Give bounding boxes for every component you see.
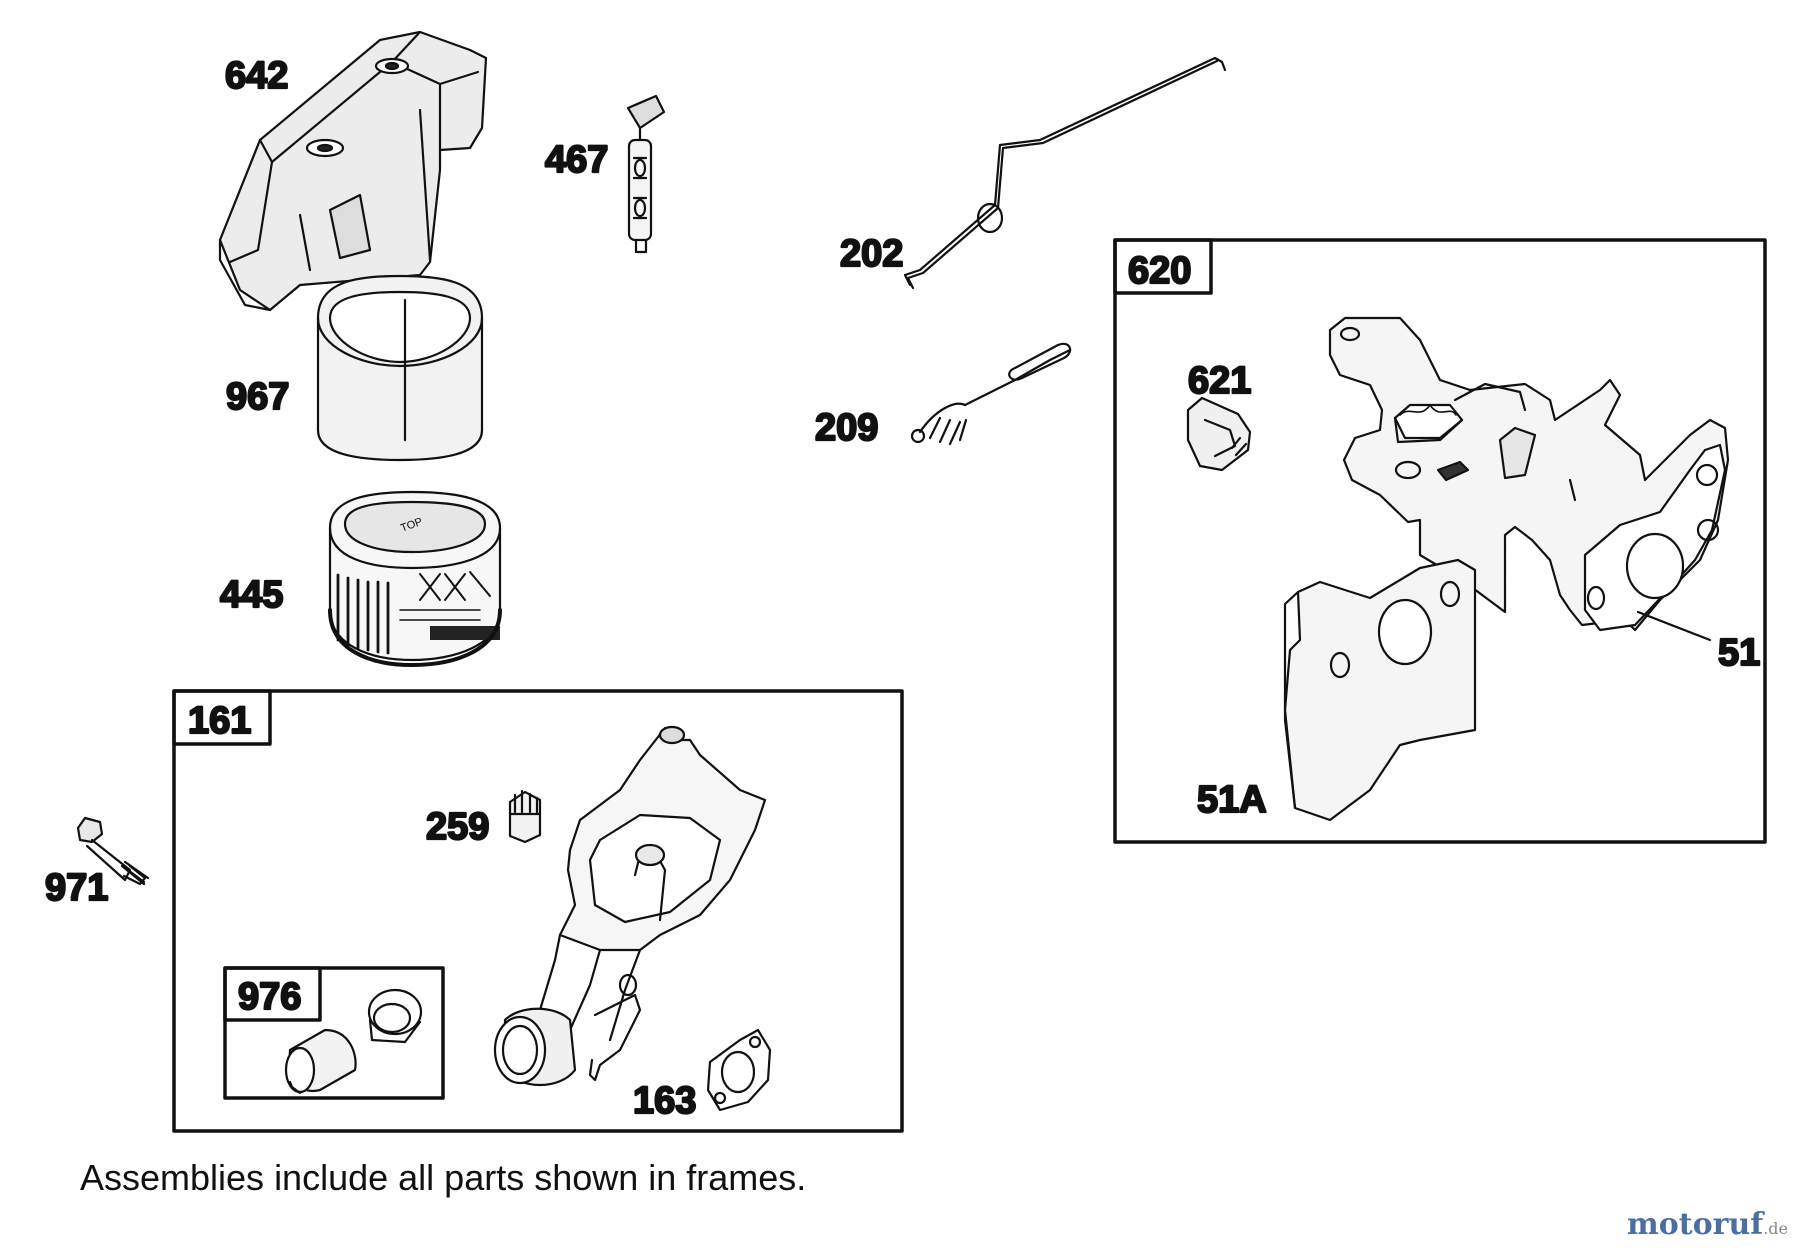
leader-line-51 bbox=[1636, 610, 1712, 642]
part-label-621: 621 bbox=[1188, 360, 1251, 402]
air-filter-445[interactable]: TOP bbox=[328, 490, 502, 667]
part-label-209: 209 bbox=[815, 407, 878, 449]
part-label-51a: 51A bbox=[1197, 779, 1267, 821]
frame-label-620: 620 bbox=[1128, 250, 1191, 292]
assembly-note: Assemblies include all parts shown in fr… bbox=[80, 1157, 807, 1198]
dipstick-467[interactable] bbox=[626, 94, 666, 254]
bolt-971[interactable] bbox=[76, 816, 150, 886]
watermark-logo: motoruf.de bbox=[1627, 1207, 1788, 1242]
control-bracket-620[interactable] bbox=[1328, 316, 1730, 632]
watermark-tld: .de bbox=[1763, 1219, 1788, 1238]
watermark-name: motoruf bbox=[1627, 1207, 1764, 1242]
throttle-clip-621[interactable] bbox=[1186, 396, 1252, 472]
part-label-202: 202 bbox=[840, 233, 903, 275]
frame-976 bbox=[223, 966, 445, 1100]
frame-161 bbox=[172, 689, 904, 1133]
gasket-163[interactable] bbox=[706, 1028, 772, 1112]
part-label-163: 163 bbox=[633, 1080, 696, 1122]
frame-label-976: 976 bbox=[238, 976, 301, 1018]
part-label-259: 259 bbox=[426, 806, 489, 848]
air-cleaner-base-161[interactable] bbox=[493, 725, 767, 1087]
part-label-971: 971 bbox=[45, 867, 108, 909]
air-cleaner-cover-642[interactable] bbox=[218, 30, 488, 312]
governor-spring-209[interactable] bbox=[910, 342, 1072, 446]
part-label-467: 467 bbox=[545, 139, 608, 181]
pre-cleaner-967[interactable] bbox=[316, 274, 484, 462]
part-label-445: 445 bbox=[220, 574, 283, 616]
part-label-967: 967 bbox=[226, 376, 289, 418]
breather-tube-976[interactable] bbox=[284, 1028, 357, 1095]
frame-label-161: 161 bbox=[188, 700, 251, 742]
part-label-642: 642 bbox=[225, 55, 288, 97]
hose-clamp-976[interactable] bbox=[367, 988, 423, 1044]
insulator-plate-51a[interactable] bbox=[1283, 558, 1477, 822]
frame-620 bbox=[1113, 238, 1767, 844]
governor-link-202[interactable] bbox=[903, 56, 1227, 290]
breather-valve-259[interactable] bbox=[508, 789, 542, 844]
part-label-51: 51 bbox=[1718, 632, 1760, 674]
